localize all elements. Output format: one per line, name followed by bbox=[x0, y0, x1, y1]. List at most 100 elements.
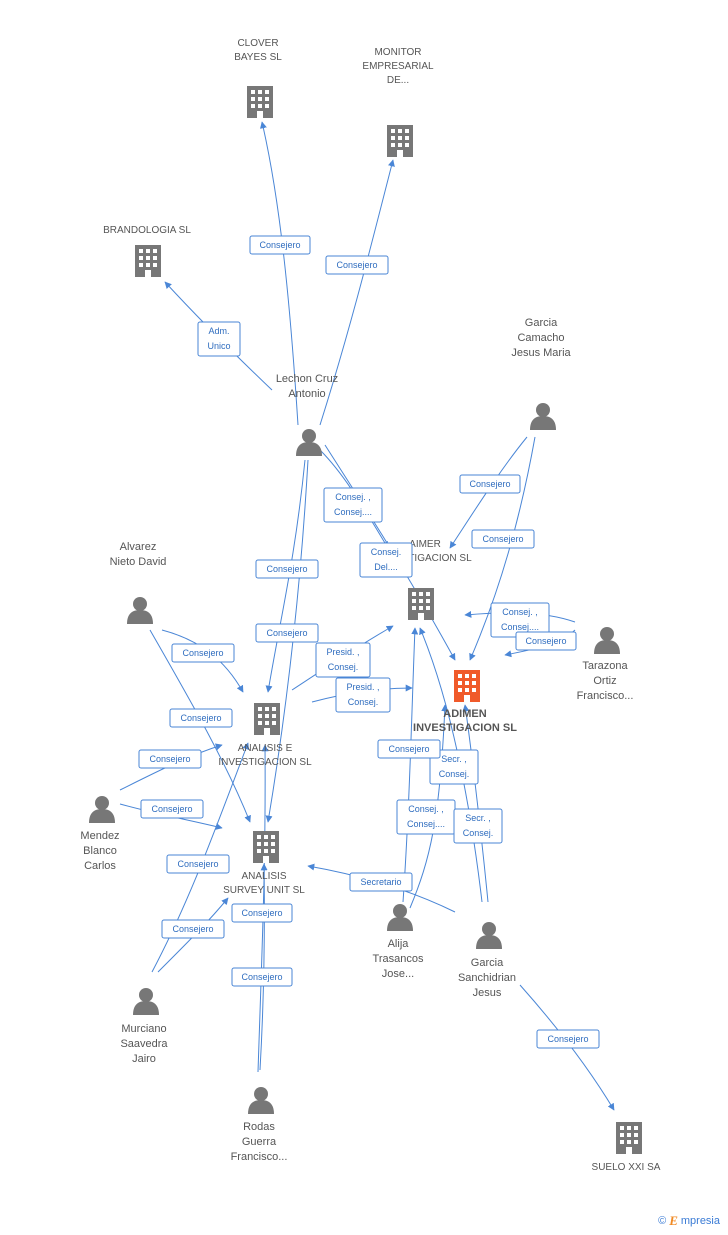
edge-label-text: Consejero bbox=[241, 972, 282, 982]
node-label-line: Tarazona bbox=[582, 660, 628, 672]
edge-e2-line bbox=[319, 159, 395, 426]
edge-label-text: Consejero bbox=[336, 260, 377, 270]
node-label-line: Murciano bbox=[121, 1023, 166, 1035]
edge-label-text: Secretario bbox=[360, 877, 401, 887]
edge-label-e8[interactable]: Consejero bbox=[459, 474, 521, 494]
edge-label-e14[interactable]: Presid. , Consej. bbox=[335, 677, 391, 713]
node-label-line: Guerra bbox=[242, 1136, 277, 1148]
person-icon bbox=[530, 403, 556, 430]
person-icon bbox=[476, 922, 502, 949]
edge-label-e1[interactable]: Consejero bbox=[249, 235, 311, 255]
node-label-line: Carlos bbox=[84, 860, 116, 872]
edge-label-text: Consej. , bbox=[335, 492, 371, 502]
node-label-line: Jesus bbox=[473, 987, 502, 999]
node-label-line: Jairo bbox=[132, 1053, 156, 1065]
node-label-line: SUELO XXI SA bbox=[592, 1162, 661, 1173]
edge-label-e21[interactable]: Consejero bbox=[231, 967, 293, 987]
edge-label-text: Presid. , bbox=[326, 647, 359, 657]
node-label-line: MONITOR bbox=[374, 47, 421, 58]
edge-e1-line bbox=[260, 121, 299, 426]
edge-label-e24[interactable]: Secr. ,Consej. bbox=[453, 808, 503, 844]
edge-label-text: Consejero bbox=[149, 754, 190, 764]
edge-label-text: Consejero bbox=[151, 804, 192, 814]
person-icon bbox=[248, 1087, 274, 1114]
edge-label-text: Consej. bbox=[328, 662, 359, 672]
edge-label-e13[interactable]: Presid. , Consej. bbox=[315, 642, 371, 678]
edge-label-text: Consejero bbox=[180, 713, 221, 723]
edge-label-text: Consej.... bbox=[407, 819, 445, 829]
edge-label-e27[interactable]: Consejero bbox=[377, 739, 441, 759]
person-icon bbox=[133, 988, 159, 1015]
edge-label-text: Consejero bbox=[266, 564, 307, 574]
person-icon bbox=[387, 904, 413, 931]
edge-label-e18[interactable]: Consejero bbox=[166, 854, 230, 874]
node-label-line: Nieto David bbox=[110, 556, 167, 568]
edge-label-text: Presid. , bbox=[346, 682, 379, 692]
edge-label-text: Consej. , bbox=[502, 607, 538, 617]
node-label-line: DE... bbox=[387, 75, 409, 86]
edge-label-e25[interactable]: Secretario bbox=[349, 872, 413, 892]
edge-label-e15[interactable]: Consejero bbox=[169, 708, 233, 728]
edge-e6-line bbox=[265, 459, 306, 693]
edge-label-text: Secr. , bbox=[441, 754, 467, 764]
edge-e24-line bbox=[462, 704, 489, 903]
node-label-line: Alvarez bbox=[120, 541, 157, 553]
edge-label-e7[interactable]: Consejero bbox=[255, 623, 319, 643]
edge-label-e19[interactable]: Consejero bbox=[161, 919, 225, 939]
edge-label-e4[interactable]: Consej. ,Consej.... bbox=[323, 487, 383, 523]
node-label-line: Francisco... bbox=[231, 1151, 288, 1163]
edge-label-e11[interactable]: Consejero bbox=[515, 631, 577, 651]
node-label-line: Jose... bbox=[382, 968, 414, 980]
edge-label-text: Consej. bbox=[348, 697, 379, 707]
edge-e23-line bbox=[402, 627, 419, 903]
edge-label-e22[interactable]: Secr. ,Consej. bbox=[429, 749, 479, 785]
node-label-line: AIMER bbox=[409, 539, 441, 550]
edge-label-e3[interactable]: Adm.Unico bbox=[197, 321, 241, 357]
node-label-line: Blanco bbox=[83, 845, 117, 857]
person-icon bbox=[296, 429, 322, 456]
node-label-line: Garcia bbox=[471, 957, 504, 969]
node-tarazona[interactable]: TarazonaOrtizFrancisco... bbox=[577, 627, 634, 702]
edge-label-text: Consejero bbox=[182, 648, 223, 658]
edge-label-e16[interactable]: Consejero bbox=[138, 749, 202, 769]
node-alija[interactable]: AlijaTrasancosJose... bbox=[373, 904, 424, 980]
building-icon bbox=[616, 1122, 642, 1154]
edge-label-e9[interactable]: Consejero bbox=[471, 529, 535, 549]
node-label-line: Mendez bbox=[80, 830, 119, 842]
edge-label-text: Consejero bbox=[547, 1034, 588, 1044]
edge-label-e10[interactable]: Consej. ,Consej.... bbox=[490, 602, 550, 638]
edge-label-e17[interactable]: Consejero bbox=[140, 799, 204, 819]
edge-label-text: Consejero bbox=[259, 240, 300, 250]
node-rodas[interactable]: RodasGuerraFrancisco... bbox=[231, 1087, 288, 1163]
edge-label-e5[interactable]: Consej. Del.... bbox=[359, 542, 413, 578]
node-brandologia[interactable]: BRANDOLOGIA SL bbox=[103, 225, 191, 277]
edge-label-e2[interactable]: Consejero bbox=[325, 255, 389, 275]
building-icon bbox=[253, 831, 279, 863]
edge-label-e26[interactable]: Consejero bbox=[536, 1029, 600, 1049]
edge-label-text: Consej. bbox=[371, 547, 402, 557]
edge-label-e6[interactable]: Consejero bbox=[255, 559, 319, 579]
node-suelo[interactable]: SUELO XXI SA bbox=[592, 1122, 661, 1173]
node-label-line: Ortiz bbox=[593, 675, 616, 687]
edge-label-e12[interactable]: Consejero bbox=[171, 643, 235, 663]
edge-label-text: Del.... bbox=[374, 562, 398, 572]
edge-label-text: Consejero bbox=[172, 924, 213, 934]
edge-label-e23[interactable]: Consej. ,Consej.... bbox=[396, 799, 456, 835]
edge-label-text: Consejero bbox=[469, 479, 510, 489]
node-monitor[interactable]: MONITOREMPRESARIALDE... bbox=[362, 47, 434, 157]
edge-label-e20[interactable]: Consejero bbox=[231, 903, 293, 923]
